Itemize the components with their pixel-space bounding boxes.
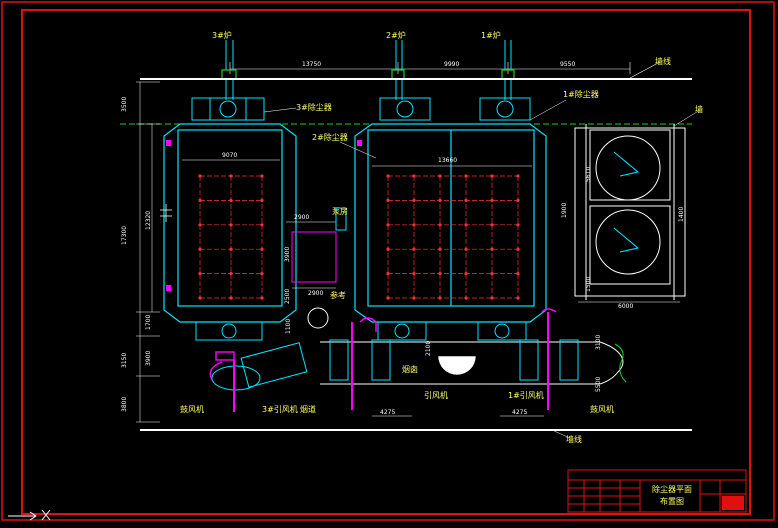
inner-border — [21, 9, 751, 515]
label-pump: 泵房 — [332, 206, 348, 216]
origin-marker — [8, 509, 51, 521]
label-duct: 烟道 — [300, 404, 316, 414]
dim-1100: 1100 — [285, 319, 292, 334]
label-1-box: 1#除尘器 — [563, 89, 599, 99]
bottom-hoppers — [195, 321, 527, 341]
dim-2900-bottom: 2900 — [308, 290, 323, 297]
label-fan1: 引风机 — [424, 390, 448, 400]
top-headers — [191, 97, 531, 121]
left-dimension — [136, 81, 160, 423]
label-ref: 参考 — [330, 290, 346, 300]
collector-12 — [354, 123, 547, 323]
dim-9070: 9070 — [222, 152, 237, 159]
dim-3800: 3800 — [121, 397, 128, 412]
magenta-fans — [209, 308, 557, 381]
top-dimension — [229, 62, 631, 74]
red-grid-3 — [198, 174, 264, 300]
label-fan3: 3#引风机 — [262, 404, 298, 414]
label-3-box: 3#除尘器 — [296, 102, 332, 112]
dim-2500-v: 2500 — [284, 289, 291, 304]
dim-6000: 6000 — [618, 303, 633, 310]
dim-5610: 5610 — [585, 167, 592, 182]
right-tanks — [574, 124, 686, 300]
pump-room — [291, 231, 337, 283]
dim-12320: 12320 — [145, 211, 152, 230]
top-dim-1: 13750 — [302, 61, 321, 68]
dim-3150: 3150 — [121, 353, 128, 368]
label-fan-right: 鼓风机 — [590, 404, 614, 414]
top-wall-label: 墙线 — [655, 56, 671, 66]
dim-3500: 3500 — [121, 97, 128, 112]
dim-4275-b: 4275 — [512, 409, 527, 416]
magenta-markers — [166, 140, 362, 291]
red-grid-12 — [386, 174, 520, 300]
dim-17300: 17300 — [121, 226, 128, 245]
dim-1400: 1400 — [678, 207, 685, 222]
flue-duct — [320, 341, 624, 385]
dim-2100: 2100 — [425, 341, 432, 356]
label-fan-r2: 1#引风机 — [508, 390, 544, 400]
label-wall-right: 墙 — [695, 104, 703, 114]
title-line2: 布置图 — [660, 496, 684, 506]
dim-2900-top: 2900 — [294, 214, 309, 221]
inlet-ducts — [221, 69, 515, 78]
dim-3900-v: 3900 — [284, 247, 291, 262]
title-line1: 除尘器平面 — [652, 484, 692, 494]
dim-3900: 3900 — [145, 351, 152, 366]
dim-13660: 13660 — [438, 157, 457, 164]
dim-5500: 5500 — [595, 377, 602, 392]
dim-4275-a: 4275 — [380, 409, 395, 416]
label-tower: 烟囱 — [402, 364, 418, 374]
fans — [211, 307, 579, 391]
bottom-wall-label: 墙线 — [566, 434, 582, 444]
furnace-2-label: 2#炉 — [386, 30, 406, 40]
label-2-box: 2#除尘器 — [312, 132, 348, 142]
dim-1900: 1900 — [561, 203, 568, 218]
title-block — [567, 469, 747, 513]
furnace-3-label: 3#炉 — [212, 30, 232, 40]
dim-1500: 1500 — [585, 277, 592, 292]
dim-1700: 1700 — [145, 315, 152, 330]
chimney — [437, 355, 477, 376]
dim-3100: 3100 — [595, 335, 602, 350]
label-fan-left: 鼓风机 — [180, 404, 204, 414]
top-dim-2: 9990 — [444, 61, 459, 68]
outer-border — [1, 1, 775, 521]
furnace-1-label: 1#炉 — [481, 30, 501, 40]
top-dim-3: 9550 — [560, 61, 575, 68]
